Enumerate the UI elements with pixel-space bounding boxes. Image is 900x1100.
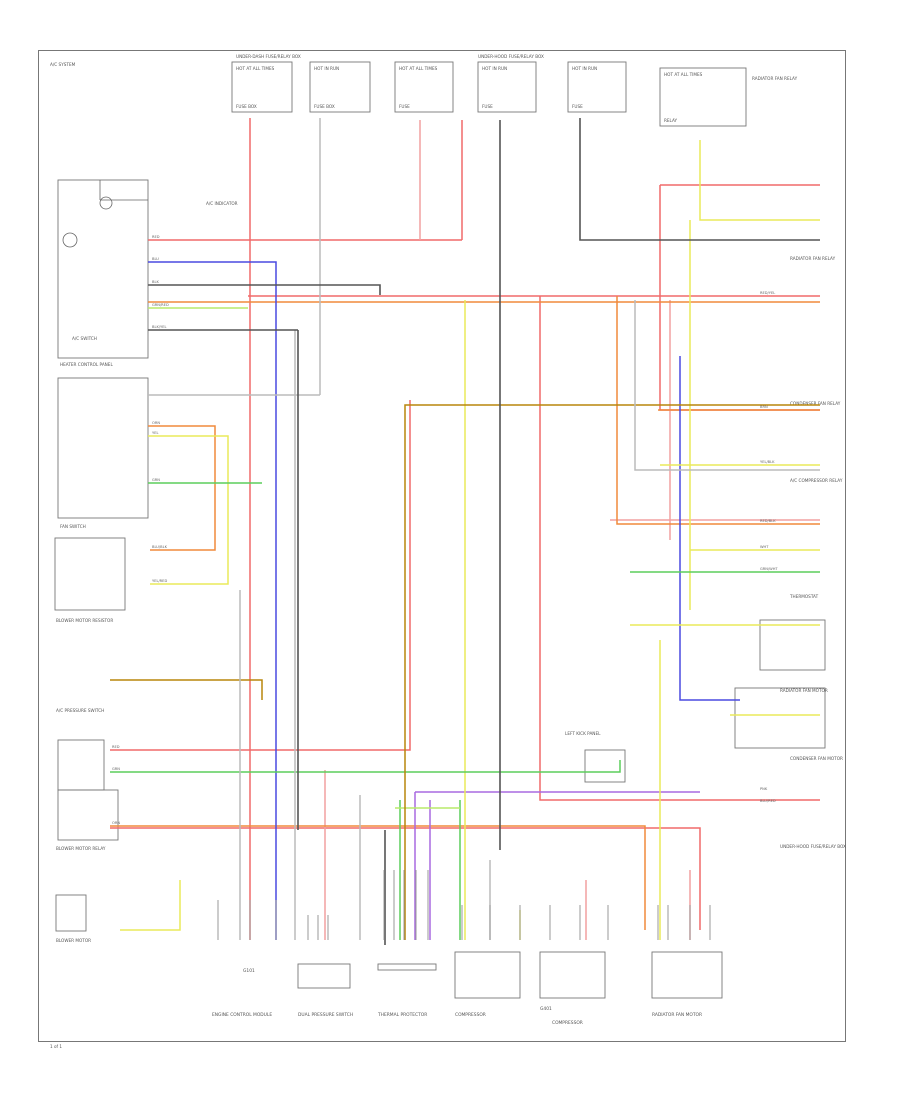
blower-motor-relay: BLOWER MOTOR RELAY: [56, 739, 119, 851]
svg-text:YEL: YEL: [152, 431, 158, 435]
svg-text:HOT AT ALL TIMES: HOT AT ALL TIMES: [399, 66, 438, 71]
svg-text:HOT IN RUN: HOT IN RUN: [314, 66, 339, 71]
svg-text:RED/BLK: RED/BLK: [760, 519, 776, 523]
svg-text:FUSE: FUSE: [399, 104, 410, 109]
svg-text:BRN: BRN: [760, 405, 768, 409]
bottom-components: ENGINE CONTROL MODULE DUAL PRESSURE SWIT…: [212, 951, 723, 1026]
svg-text:A/C COMPRESSOR RELAY: A/C COMPRESSOR RELAY: [790, 478, 843, 483]
svg-text:RED/YEL: RED/YEL: [760, 291, 775, 295]
svg-text:FUSE: FUSE: [572, 104, 583, 109]
svg-text:ORN: ORN: [112, 821, 120, 825]
svg-text:FAN SWITCH: FAN SWITCH: [60, 524, 86, 529]
heater-control-panel: HEATER CONTROL PANEL A/C SWITCH A/C INDI…: [57, 179, 238, 367]
svg-text:THERMOSTAT: THERMOSTAT: [789, 594, 819, 599]
svg-text:YEL/BLK: YEL/BLK: [760, 460, 775, 464]
svg-text:BLU: BLU: [152, 257, 159, 261]
svg-text:CONDENSER FAN MOTOR: CONDENSER FAN MOTOR: [790, 756, 843, 761]
svg-text:BLU/BLK: BLU/BLK: [152, 545, 168, 549]
svg-text:GRN/RED: GRN/RED: [152, 303, 169, 307]
svg-text:FUSE: FUSE: [482, 104, 493, 109]
svg-text:HOT AT ALL TIMES: HOT AT ALL TIMES: [236, 66, 275, 71]
svg-text:ENGINE CONTROL MODULE: ENGINE CONTROL MODULE: [212, 1012, 272, 1018]
svg-text:GRN: GRN: [152, 478, 160, 482]
a-c-pressure-switch: A/C PRESSURE SWITCH: [56, 708, 104, 713]
fuse-box-6: HOT AT ALL TIMES RELAY RADIATOR FAN RELA…: [659, 67, 798, 127]
svg-text:RADIATOR FAN RELAY: RADIATOR FAN RELAY: [790, 256, 836, 261]
svg-text:ORN: ORN: [152, 421, 160, 425]
svg-text:A/C SWITCH: A/C SWITCH: [72, 336, 97, 341]
svg-text:G101: G101: [243, 968, 255, 974]
svg-text:COMPRESSOR: COMPRESSOR: [552, 1020, 583, 1026]
svg-text:BLOWER MOTOR RESISTOR: BLOWER MOTOR RESISTOR: [56, 618, 113, 623]
thermostat: THERMOSTAT: [789, 594, 819, 599]
svg-text:BLOWER MOTOR RELAY: BLOWER MOTOR RELAY: [56, 846, 106, 851]
svg-text:HEATER CONTROL PANEL: HEATER CONTROL PANEL: [60, 362, 113, 367]
svg-text:RED: RED: [152, 235, 160, 239]
diagram-frame: [38, 50, 846, 1042]
blower-motor-resistor: BLOWER MOTOR RESISTOR: [54, 537, 126, 623]
connector-ends: [217, 870, 711, 940]
svg-text:G401: G401: [540, 1006, 552, 1012]
svg-text:YEL/RED: YEL/RED: [152, 579, 167, 583]
svg-text:DUAL PRESSURE SWITCH: DUAL PRESSURE SWITCH: [298, 1012, 353, 1018]
a-c-compressor-relay: A/C COMPRESSOR RELAY: [790, 478, 843, 483]
svg-text:COMPRESSOR: COMPRESSOR: [455, 1012, 486, 1018]
radiator-fan-relay: RADIATOR FAN RELAY: [790, 256, 836, 261]
svg-text:BLK/YEL: BLK/YEL: [152, 325, 167, 329]
svg-text:RADIATOR FAN RELAY: RADIATOR FAN RELAY: [752, 76, 798, 81]
page-number: 1 of 1: [50, 1044, 62, 1049]
fuse-box-3: HOT AT ALL TIMES FUSE: [394, 61, 454, 113]
svg-text:CONDENSER FAN RELAY: CONDENSER FAN RELAY: [790, 401, 841, 406]
svg-text:HOT IN RUN: HOT IN RUN: [572, 66, 597, 71]
page-header: A/C SYSTEM: [50, 62, 76, 67]
svg-text:RELAY: RELAY: [664, 118, 678, 123]
svg-text:A/C PRESSURE SWITCH: A/C PRESSURE SWITCH: [56, 708, 104, 713]
svg-text:UNDER-HOOD FUSE/RELAY BOX: UNDER-HOOD FUSE/RELAY BOX: [780, 844, 846, 849]
svg-text:A/C INDICATOR: A/C INDICATOR: [206, 201, 238, 206]
svg-text:WHT: WHT: [760, 545, 769, 549]
svg-text:BLK: BLK: [152, 280, 159, 284]
svg-text:RADIATOR FAN MOTOR: RADIATOR FAN MOTOR: [780, 688, 828, 693]
svg-text:FUSE BOX: FUSE BOX: [236, 104, 257, 109]
blower-motor: BLOWER MOTOR: [55, 894, 91, 943]
left-kick-panel: LEFT KICK PANEL: [565, 731, 626, 783]
condenser-fan-motor: CONDENSER FAN MOTOR: [790, 756, 843, 761]
svg-text:RED: RED: [112, 745, 120, 749]
svg-text:THERMAL PROTECTOR: THERMAL PROTECTOR: [377, 1012, 427, 1018]
svg-text:HOT AT ALL TIMES: HOT AT ALL TIMES: [664, 72, 703, 77]
svg-text:BLOWER MOTOR: BLOWER MOTOR: [56, 938, 91, 943]
under-hood-relay-box: UNDER-HOOD FUSE/RELAY BOX: [780, 844, 846, 849]
wire-labels: RED BLU BLK GRN/RED BLK/YEL ORN YEL GRN …: [112, 235, 778, 825]
svg-text:HOT IN RUN: HOT IN RUN: [482, 66, 507, 71]
svg-text:BLU/RED: BLU/RED: [760, 799, 776, 803]
fuse-box-4: HOT IN RUN FUSE: [477, 61, 537, 113]
svg-text:LEFT KICK PANEL: LEFT KICK PANEL: [565, 731, 601, 736]
under-hood-fuse-label: UNDER-HOOD FUSE/RELAY BOX: [478, 54, 544, 59]
svg-text:PNK: PNK: [760, 787, 768, 791]
radiator-fan-motor-box: RADIATOR FAN MOTOR: [734, 619, 828, 749]
svg-text:RADIATOR FAN MOTOR: RADIATOR FAN MOTOR: [652, 1012, 702, 1018]
svg-text:GRN/WHT: GRN/WHT: [760, 567, 778, 571]
fuse-box-2: HOT IN RUN FUSE BOX: [309, 61, 371, 113]
fuse-box-1: HOT AT ALL TIMES FUSE BOX: [231, 61, 293, 113]
wire-network: [99, 118, 820, 945]
under-dash-fuse-label: UNDER-DASH FUSE/RELAY BOX: [236, 54, 301, 59]
svg-text:GRN: GRN: [112, 767, 120, 771]
condenser-fan-relay: CONDENSER FAN RELAY: [790, 401, 841, 406]
fan-switch: FAN SWITCH: [57, 377, 149, 529]
fuse-box-5: HOT IN RUN FUSE: [567, 61, 627, 113]
svg-text:FUSE BOX: FUSE BOX: [314, 104, 335, 109]
